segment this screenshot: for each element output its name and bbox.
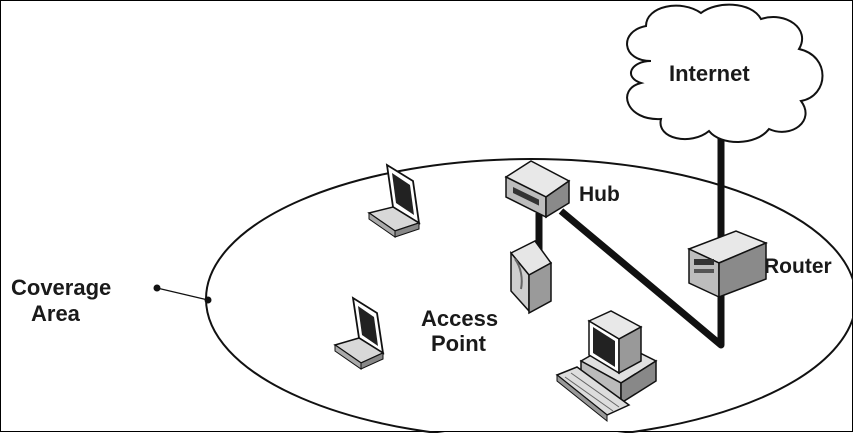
desktop-computer-icon <box>555 310 658 423</box>
router-label: Router <box>764 255 832 278</box>
access-point-label-line1: Access <box>421 306 498 331</box>
laptop-icon <box>333 296 385 370</box>
internet-label: Internet <box>669 61 750 86</box>
cable-router-hub <box>558 208 725 349</box>
cables <box>535 121 725 349</box>
coverage-area-pointer <box>153 284 212 304</box>
cloud-icon <box>626 3 824 143</box>
access-point-label-line2: Point <box>431 331 487 356</box>
coverage-area-label-line1: Coverage <box>11 275 111 300</box>
laptop-icon <box>367 163 421 238</box>
router-icon <box>687 230 768 299</box>
coverage-area-label-line2: Area <box>31 301 81 326</box>
hub-label: Hub <box>579 183 620 206</box>
hub-icon <box>504 160 571 219</box>
access-point-icon <box>509 240 553 315</box>
